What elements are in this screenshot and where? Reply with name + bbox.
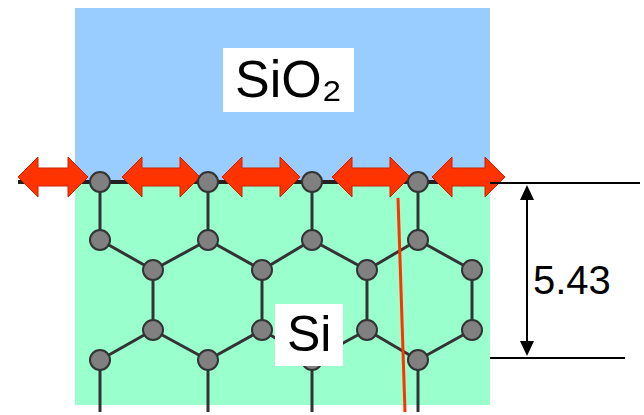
silicon-atoms — [90, 172, 482, 370]
region-label: Si — [287, 306, 331, 364]
silicon-layer: Si — [75, 182, 490, 405]
lattice-bonds — [100, 182, 472, 412]
dimension-label: 5.43 — [533, 257, 611, 303]
silicon-region — [75, 182, 490, 405]
dimension-arrowheads — [520, 185, 534, 356]
strain-arrows — [18, 157, 505, 197]
oxide-region — [75, 8, 490, 182]
red-line — [398, 198, 405, 412]
label-box: SiO₂ — [223, 48, 354, 112]
oxide-layer: SiO₂ — [75, 8, 490, 182]
region-label: SiO₂ — [235, 50, 342, 110]
label-box: Si — [275, 304, 343, 366]
dimension-lines — [490, 183, 640, 358]
